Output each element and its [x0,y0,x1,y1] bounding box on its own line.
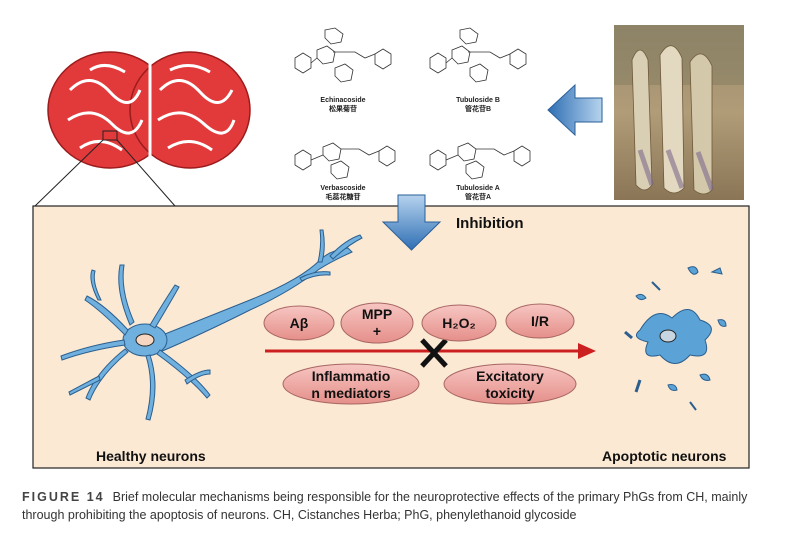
molecule-structures [294,27,531,180]
factor-excitatory: Excitatory toxicity [476,368,544,401]
factor-inflammation: Inflammatio n mediators [311,368,391,401]
pill-mpp [340,302,414,344]
factor-mpp: MPP + [361,306,393,339]
molecule-name: Verbascoside [320,185,366,192]
pill-h2o2 [421,304,497,342]
apoptotic-neurons-label: Apoptotic neurons [602,448,727,464]
healthy-neurons-label: Healthy neurons [96,448,206,464]
factor-abeta: Aβ [289,315,309,331]
figure-illustration [32,25,750,469]
molecule-name: Tubuloside A [456,185,500,192]
left-arrow-icon [547,83,603,137]
molecule-name: Echinacoside [320,97,366,104]
caption-text: Brief molecular mechanisms being respons… [22,490,748,522]
figure-14: Echinacoside 松果菊苷 Tubuloside B 管花苷B Verb… [32,25,750,469]
molecule-name-cn: 管花苷A [464,194,492,201]
molecule-label-tubuloside-a: Tubuloside A 管花苷A [428,184,528,202]
inhibition-label: Inhibition [456,215,524,232]
block-x-icon [420,338,448,368]
cistanche-photo [614,25,744,200]
molecule-label-verbascoside: Verbascoside 毛蕊花糖苷 [293,184,393,202]
factor-ir: I/R [531,313,549,329]
inhibited-pathway-arrow [265,343,596,359]
molecule-label-tubuloside-b: Tubuloside B 管花苷B [428,96,528,114]
molecule-name-cn: 松果菊苷 [329,106,357,113]
pill-ir [505,303,575,339]
brain-illustration [34,51,251,207]
apoptotic-neuron [624,266,727,411]
factor-h2o2: H₂O₂ [442,315,476,331]
pill-inflammation [282,363,420,405]
molecule-name: Tubuloside B [456,97,500,104]
pill-excitatory [443,363,577,405]
molecule-label-echinacoside: Echinacoside 松果菊苷 [293,96,393,114]
figure-number: FIGURE 14 [22,490,105,504]
healthy-neuron [60,229,363,421]
molecule-name-cn: 管花苷B [464,106,492,113]
pill-abeta [263,305,335,341]
down-arrow-icon [381,194,442,251]
molecule-name-cn: 毛蕊花糖苷 [325,194,361,201]
